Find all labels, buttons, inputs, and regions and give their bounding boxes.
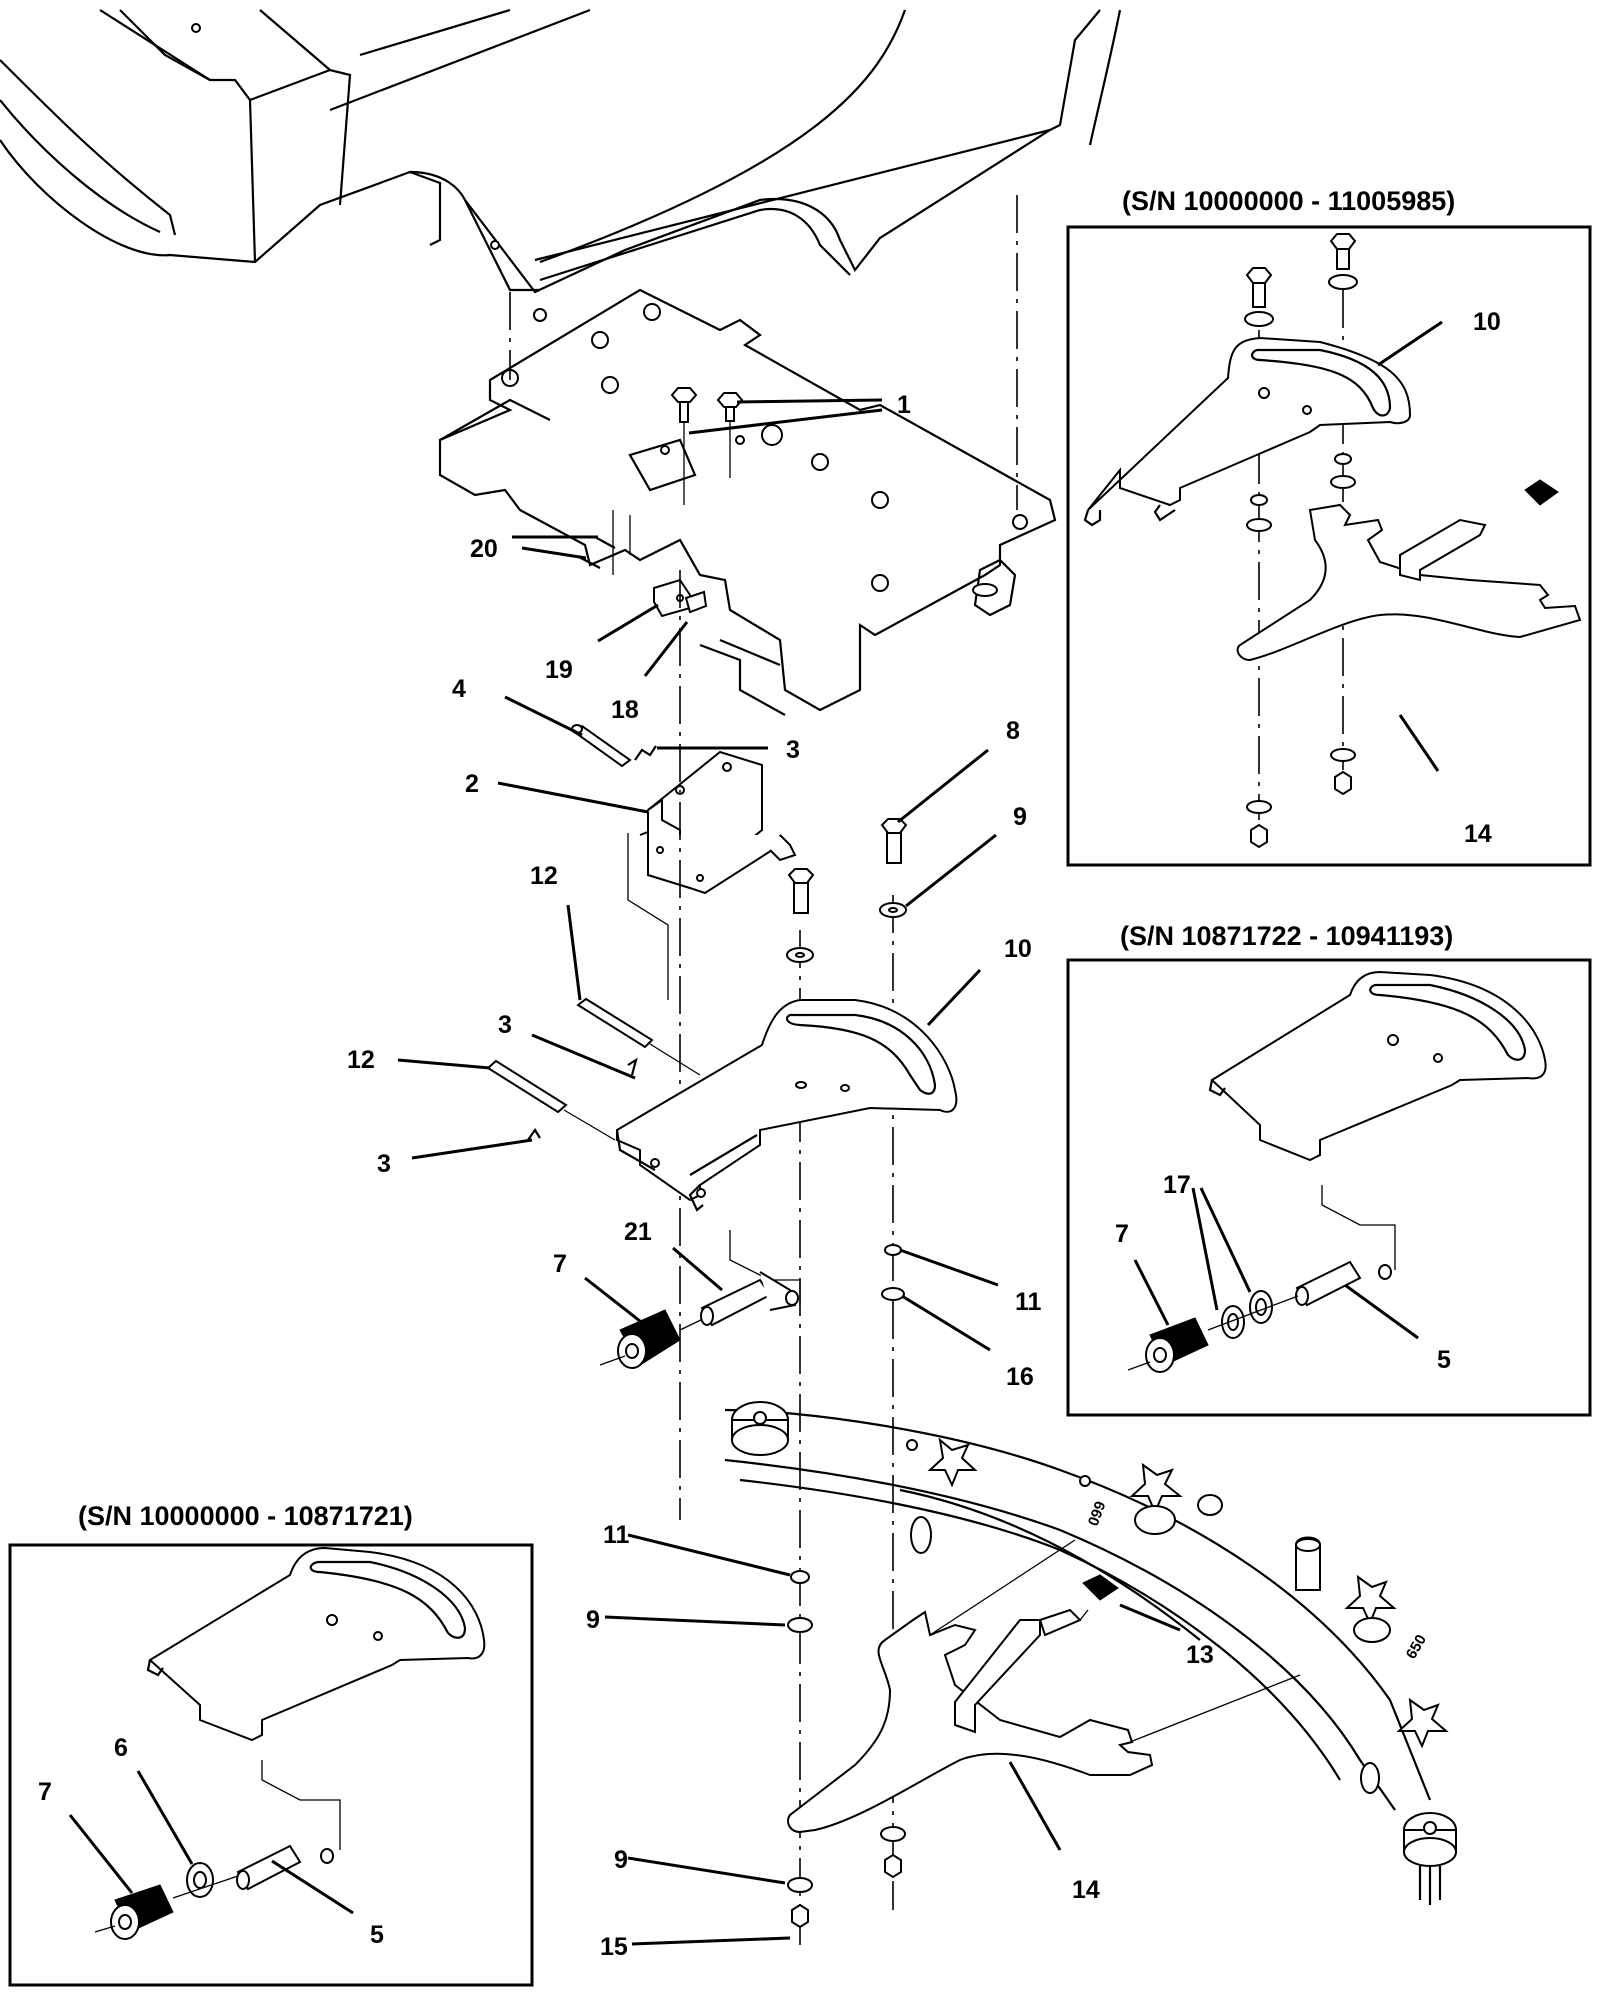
callout-3b: 3 — [498, 1011, 512, 1039]
inset-b-title: (S/N 10871722 - 10941193) — [1120, 921, 1453, 951]
callout-9a: 9 — [1013, 803, 1027, 831]
pins-item-12 — [486, 997, 701, 1141]
inset-b-callout-5: 5 — [1437, 1346, 1451, 1374]
callout-4: 4 — [452, 675, 466, 703]
inset-a-leaders — [1377, 320, 1443, 772]
callout-10: 10 — [1004, 935, 1032, 963]
bolt-item-1 — [670, 387, 744, 505]
callout-16: 16 — [1006, 1363, 1034, 1391]
inset-a: (S/N 10000000 - 11005985) — [1066, 186, 1592, 867]
inset-a-callout-10: 10 — [1473, 308, 1501, 336]
callout-12b: 12 — [347, 1046, 375, 1074]
inset-b: (S/N 10871722 - 10941193) — [1066, 921, 1592, 1417]
callout-13: 13 — [1186, 1641, 1214, 1669]
callout-9c: 9 — [614, 1846, 628, 1874]
mounting-plate — [438, 288, 1057, 716]
bracket-item-10 — [615, 999, 958, 1212]
screws-item-20 — [578, 510, 631, 575]
callouts-main: 1 20 19 18 4 3 2 8 9 12 10 3 12 3 21 7 1… — [347, 391, 1214, 1961]
inset-c-callout-7: 7 — [38, 1778, 52, 1806]
mount-plate-item-14 — [787, 1539, 1301, 1834]
callout-12a: 12 — [530, 862, 558, 890]
callout-8: 8 — [1006, 717, 1020, 745]
inset-b-callout-7: 7 — [1115, 1220, 1129, 1248]
machine-body — [0, 8, 1122, 294]
callout-1: 1 — [897, 391, 911, 419]
callout-18: 18 — [611, 696, 639, 724]
switch-item-19 — [653, 578, 708, 618]
inset-c-callout-5: 5 — [370, 1921, 384, 1949]
bracket-item-2 — [639, 750, 797, 895]
fasteners-main — [786, 818, 908, 1929]
clip-item-3 — [634, 745, 657, 761]
inset-c-callout-6: 6 — [114, 1734, 128, 1762]
inset-b-callout-17: 17 — [1163, 1171, 1191, 1199]
roller-item-7 — [599, 1309, 706, 1369]
callout-3a: 3 — [786, 736, 800, 764]
callout-11b: 11 — [603, 1521, 630, 1549]
inset-c: (S/N 10000000 - 10871721) — [8, 1501, 534, 1987]
inset-a-callout-14: 14 — [1464, 820, 1492, 848]
callout-11a: 11 — [1015, 1288, 1042, 1316]
callout-14: 14 — [1072, 1876, 1100, 1904]
callout-19: 19 — [545, 656, 573, 684]
squeegee-marking-650: 650 — [1403, 1632, 1430, 1662]
callout-21: 21 — [624, 1218, 652, 1246]
callout-3c: 3 — [377, 1150, 391, 1178]
inset-c-title: (S/N 10000000 - 10871721) — [78, 1501, 413, 1531]
callout-9b: 9 — [586, 1606, 600, 1634]
leader-lines-main — [397, 398, 1181, 1946]
inset-c-leaders — [68, 1770, 354, 1915]
squeegee-assembly: 660 650 — [724, 1401, 1457, 1905]
inset-b-leaders — [1133, 1187, 1419, 1340]
inset-a-title: (S/N 10000000 - 11005985) — [1122, 186, 1455, 216]
callout-7: 7 — [553, 1250, 567, 1278]
callout-2: 2 — [465, 770, 479, 798]
callout-15: 15 — [600, 1933, 628, 1961]
callout-20: 20 — [470, 535, 498, 563]
pin-item-4 — [571, 724, 632, 768]
shaft-item-21 — [700, 1271, 799, 1327]
squeegee-marking-660: 660 — [1084, 1499, 1109, 1528]
